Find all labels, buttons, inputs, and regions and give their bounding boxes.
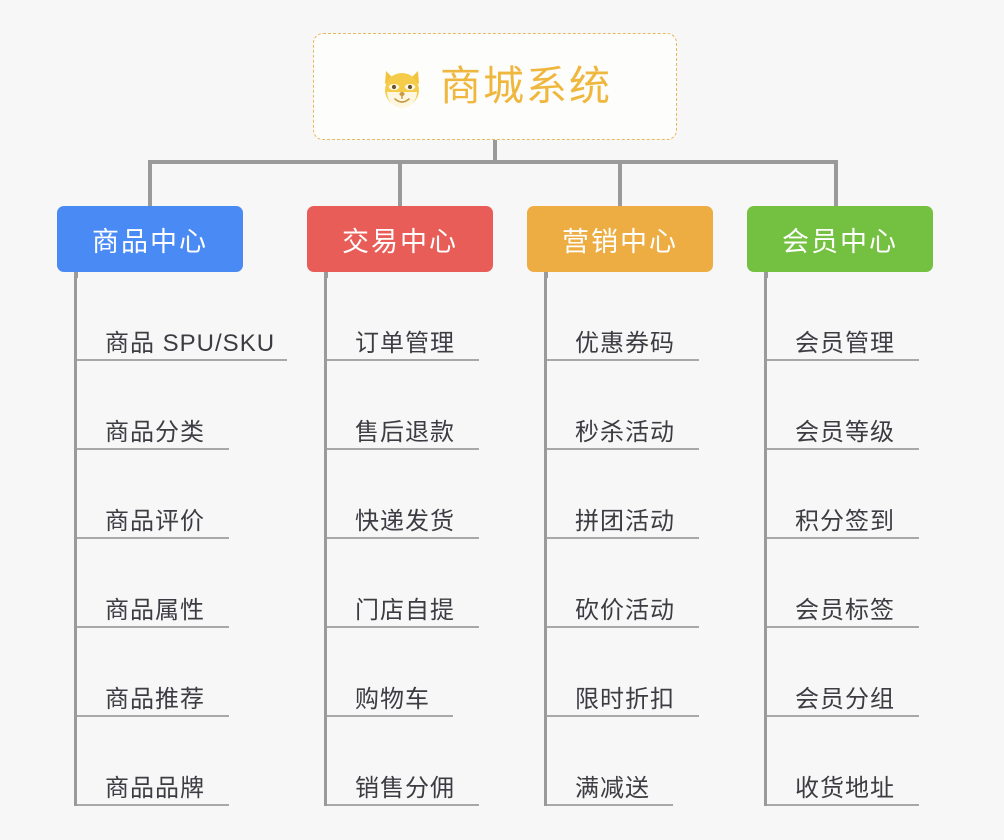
leaf-item[interactable]: 会员管理 <box>767 272 919 361</box>
leaf-label: 会员标签 <box>795 596 895 624</box>
leaf-label: 快递发货 <box>355 507 455 535</box>
category-header-member-center[interactable]: 会员中心 <box>747 206 933 272</box>
leaf-label: 会员等级 <box>795 418 895 446</box>
leaf-label: 砍价活动 <box>575 596 675 624</box>
leaf-underline <box>547 804 673 806</box>
category-label: 商品中心 <box>92 226 208 257</box>
leaf-underline <box>767 359 919 361</box>
category-label: 会员中心 <box>782 226 898 257</box>
leaf-underline <box>327 537 479 539</box>
leaf-item[interactable]: 商品推荐 <box>77 628 283 717</box>
leaf-column-member-center: 会员管理 会员等级 积分签到 会员标签 会员分组 收货地址 <box>764 272 919 806</box>
connector-drop-column-3 <box>618 160 622 206</box>
leaf-item[interactable]: 会员等级 <box>767 361 919 450</box>
leaf-label: 商品评价 <box>105 507 205 535</box>
leaf-label: 商品分类 <box>105 418 205 446</box>
leaf-item[interactable]: 商品属性 <box>77 539 283 628</box>
leaf-underline <box>77 537 229 539</box>
leaf-underline <box>77 359 287 361</box>
root-title: 商城系统 <box>440 63 612 109</box>
leaf-label: 购物车 <box>355 685 430 713</box>
leaf-underline <box>547 359 699 361</box>
leaf-underline <box>767 715 919 717</box>
leaf-item[interactable]: 拼团活动 <box>547 450 699 539</box>
leaf-underline <box>767 537 919 539</box>
leaf-item[interactable]: 秒杀活动 <box>547 361 699 450</box>
category-header-product-center[interactable]: 商品中心 <box>57 206 243 272</box>
leaf-label: 满减送 <box>575 774 650 802</box>
leaf-underline <box>77 626 229 628</box>
connector-root-stem <box>493 140 497 164</box>
leaf-label: 商品品牌 <box>105 774 205 802</box>
leaf-underline <box>767 804 919 806</box>
connector-horizontal-bus <box>148 160 838 164</box>
leaf-underline <box>767 448 919 450</box>
category-label: 交易中心 <box>342 226 458 257</box>
leaf-item[interactable]: 售后退款 <box>327 361 479 450</box>
leaf-label: 限时折扣 <box>575 685 675 713</box>
leaf-label: 售后退款 <box>355 418 455 446</box>
leaf-column-trade-center: 订单管理 售后退款 快递发货 门店自提 购物车 销售分佣 <box>324 272 479 806</box>
leaf-underline <box>547 537 699 539</box>
leaf-label: 秒杀活动 <box>575 418 675 446</box>
leaf-label: 商品推荐 <box>105 685 205 713</box>
leaf-item[interactable]: 积分签到 <box>767 450 919 539</box>
root-node-mall-system[interactable]: 商城系统 <box>313 33 677 140</box>
leaf-label: 门店自提 <box>355 596 455 624</box>
leaf-label: 拼团活动 <box>575 507 675 535</box>
leaf-item[interactable]: 砍价活动 <box>547 539 699 628</box>
leaf-label: 商品属性 <box>105 596 205 624</box>
leaf-item[interactable]: 购物车 <box>327 628 463 717</box>
leaf-underline <box>327 626 479 628</box>
leaf-underline <box>547 626 699 628</box>
leaf-label: 收货地址 <box>795 774 895 802</box>
shiba-dog-face-icon <box>378 63 426 111</box>
category-header-trade-center[interactable]: 交易中心 <box>307 206 493 272</box>
leaf-underline <box>77 448 229 450</box>
leaf-item[interactable]: 满减送 <box>547 717 683 806</box>
leaf-item[interactable]: 订单管理 <box>327 272 479 361</box>
leaf-label: 订单管理 <box>355 329 455 357</box>
leaf-underline <box>77 715 229 717</box>
leaf-item[interactable]: 限时折扣 <box>547 628 699 717</box>
connector-drop-column-2 <box>398 160 402 206</box>
leaf-label: 会员管理 <box>795 329 895 357</box>
leaf-underline <box>767 626 919 628</box>
leaf-item[interactable]: 销售分佣 <box>327 717 479 806</box>
leaf-column-marketing-center: 优惠券码 秒杀活动 拼团活动 砍价活动 限时折扣 满减送 <box>544 272 699 806</box>
leaf-underline <box>327 359 479 361</box>
leaf-item[interactable]: 商品品牌 <box>77 717 283 806</box>
leaf-item[interactable]: 商品评价 <box>77 450 283 539</box>
leaf-item[interactable]: 商品 SPU/SKU <box>77 272 287 361</box>
leaf-label: 会员分组 <box>795 685 895 713</box>
leaf-label: 积分签到 <box>795 507 895 535</box>
leaf-item[interactable]: 门店自提 <box>327 539 479 628</box>
connector-drop-column-4 <box>834 160 838 206</box>
leaf-label: 销售分佣 <box>355 774 455 802</box>
leaf-underline <box>327 448 479 450</box>
leaf-underline <box>547 715 699 717</box>
leaf-item[interactable]: 会员标签 <box>767 539 919 628</box>
leaf-item[interactable]: 快递发货 <box>327 450 479 539</box>
leaf-item[interactable]: 会员分组 <box>767 628 919 717</box>
leaf-underline <box>327 715 453 717</box>
leaf-underline <box>327 804 479 806</box>
category-header-marketing-center[interactable]: 营销中心 <box>527 206 713 272</box>
connector-drop-column-1 <box>148 160 152 206</box>
leaf-underline <box>77 804 229 806</box>
category-label: 营销中心 <box>562 226 678 257</box>
leaf-column-product-center: 商品 SPU/SKU 商品分类 商品评价 商品属性 商品推荐 商品品牌 <box>74 272 287 806</box>
leaf-underline <box>547 448 699 450</box>
leaf-label: 优惠券码 <box>575 329 675 357</box>
leaf-label: 商品 SPU/SKU <box>105 329 276 357</box>
leaf-item[interactable]: 商品分类 <box>77 361 283 450</box>
leaf-item[interactable]: 收货地址 <box>767 717 919 806</box>
leaf-item[interactable]: 优惠券码 <box>547 272 699 361</box>
